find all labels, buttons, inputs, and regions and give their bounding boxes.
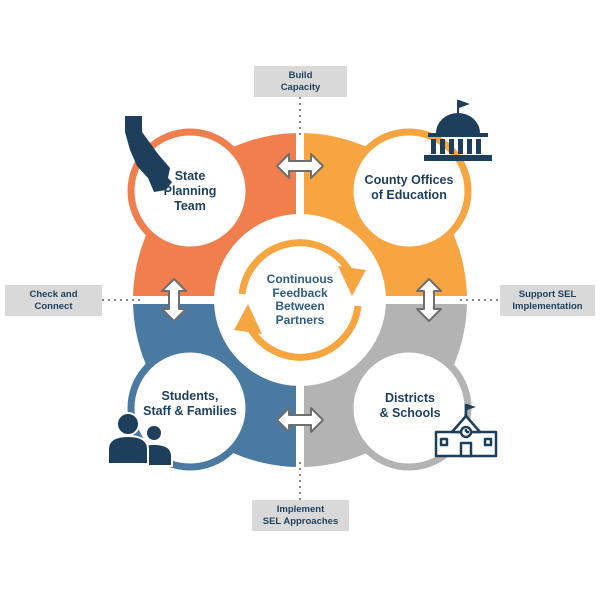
label-line: Capacity [280, 81, 321, 93]
leader-lines [102, 97, 500, 500]
capitol-building-icon [424, 100, 492, 161]
label-check-and-connect: Check and Connect [5, 285, 102, 316]
label-line: Implementation [512, 300, 583, 312]
california-state-icon [125, 116, 172, 192]
label-build-capacity: Build Capacity [254, 66, 347, 97]
label-implement-sel-approaches: Implement SEL Approaches [252, 500, 349, 531]
connector-arrows [161, 153, 442, 433]
school-building-icon [434, 404, 498, 458]
label-line: Districts [384, 391, 436, 405]
double-arrow-top-icon [276, 153, 324, 179]
double-arrow-right-icon [416, 278, 442, 322]
label-state-planning-team: State Planning Team [142, 160, 238, 222]
label-continuous-feedback: Continuous Feedback Between Partners [250, 268, 350, 332]
label-line: Implement [276, 504, 325, 515]
label-line: Team [174, 198, 206, 213]
label-line: State [174, 168, 206, 183]
label-line: Support SEL [518, 289, 577, 300]
bubble-top-right [346, 128, 472, 254]
label-line: Planning [163, 183, 217, 198]
label-line: Partners [275, 312, 325, 327]
label-line: Staff & Families [143, 404, 237, 418]
label-county-offices: County Offices of Education [356, 166, 462, 210]
label-line: Feedback [272, 285, 328, 300]
label-line: Connect [34, 300, 73, 312]
label-students-staff-families: Students, Staff & Families [134, 382, 246, 426]
label-line: & Schools [379, 406, 441, 420]
label-line: of Education [371, 188, 447, 202]
label-line: Between [275, 299, 325, 313]
label-line: SEL Approaches [262, 515, 339, 527]
people-icon [107, 412, 173, 467]
label-support-sel-implementation: Support SEL Implementation [500, 285, 595, 316]
label-line: Check and [29, 289, 78, 300]
double-arrow-left-icon [161, 278, 187, 322]
double-arrow-bottom-icon [276, 407, 324, 433]
label-districts-schools: Districts & Schools [358, 384, 462, 428]
cycle-arrows-icon [234, 239, 366, 361]
label-line: County Offices [364, 173, 454, 187]
label-line: Continuous [266, 272, 334, 286]
label-line: Build [288, 70, 313, 81]
label-line: Students, [161, 389, 219, 403]
